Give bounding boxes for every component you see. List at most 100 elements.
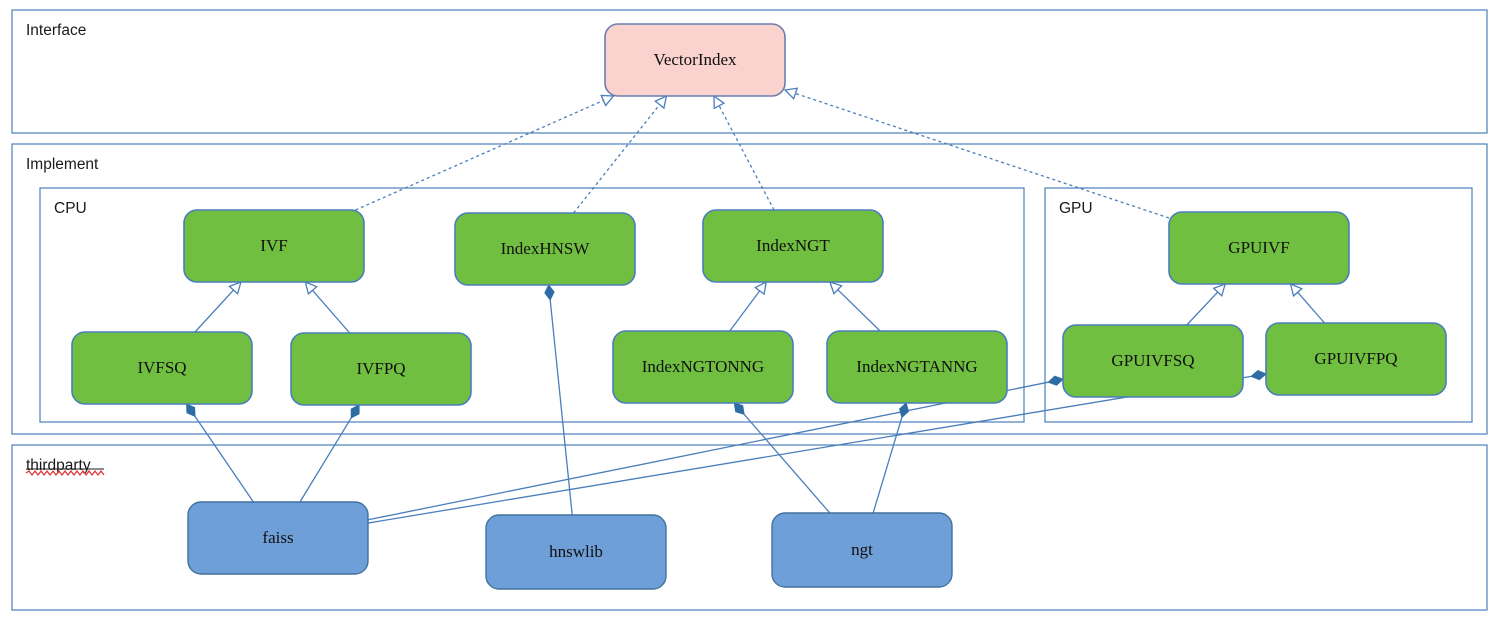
node-label-gpuivfpq: GPUIVFPQ [1314, 349, 1397, 368]
node-gpuivfpq[interactable]: GPUIVFPQ [1265, 322, 1447, 396]
edge-line [194, 289, 234, 333]
arrowhead-filled-diamond-icon [544, 284, 555, 301]
edge-gpuivf-to-vectorindex [783, 87, 1170, 219]
arrowhead-hollow-triangle-icon [1289, 282, 1304, 298]
edge-line [837, 289, 881, 332]
node-label-indexngtanng: IndexNGTANNG [856, 357, 977, 376]
node-indexngtonng[interactable]: IndexNGTONNG [612, 330, 794, 404]
edge-ngt-to-indexngtonng [733, 402, 831, 514]
node-ivf[interactable]: IVF [183, 209, 365, 283]
arrowhead-filled-diamond-icon [350, 404, 360, 419]
node-box-ngt[interactable] [771, 512, 953, 588]
edge-line [729, 290, 761, 332]
edge-line [1297, 291, 1326, 324]
node-box-indexhnsw[interactable] [454, 212, 636, 286]
edge-line [573, 104, 661, 214]
edge-gpuivfsq-to-gpuivf [1186, 282, 1227, 326]
arrowhead-hollow-triangle-icon [304, 280, 318, 296]
node-box-gpuivfpq[interactable] [1265, 322, 1447, 396]
arrowhead-filled-diamond-icon [1047, 375, 1064, 386]
edge-indexngtanng-to-indexngt [828, 280, 881, 332]
node-box-vectorindex[interactable] [604, 23, 786, 97]
node-gpuivfsq[interactable]: GPUIVFSQ [1062, 324, 1244, 398]
node-label-indexngt: IndexNGT [756, 236, 830, 255]
edge-line [312, 289, 351, 334]
edge-indexhnsw-to-vectorindex [573, 94, 668, 214]
edge-line [718, 105, 775, 211]
edge-line [1186, 291, 1219, 326]
group-label-thirdparty: thirdparty [26, 457, 91, 474]
node-box-ivf[interactable] [183, 209, 365, 283]
node-box-indexngtanng[interactable] [826, 330, 1008, 404]
node-box-gpuivfsq[interactable] [1062, 324, 1244, 398]
spellcheck-underline-thirdparty [25, 470, 105, 476]
edge-faiss-to-ivfsq [186, 403, 254, 503]
arrowhead-hollow-triangle-icon [754, 280, 768, 296]
edge-faiss-to-gpuivfpq [367, 370, 1267, 524]
node-label-vectorindex: VectorIndex [653, 50, 737, 69]
node-box-ivfsq[interactable] [71, 331, 253, 405]
edge-line [743, 413, 831, 514]
group-label-gpu: GPU [1059, 200, 1093, 217]
node-hnswlib[interactable]: hnswlib [485, 514, 667, 590]
node-label-indexngtonng: IndexNGTONNG [642, 357, 764, 376]
node-label-ivfsq: IVFSQ [137, 358, 186, 377]
arrowhead-hollow-triangle-icon [783, 87, 799, 100]
node-indexngtanng[interactable]: IndexNGTANNG [826, 330, 1008, 404]
node-gpuivf[interactable]: GPUIVF [1168, 211, 1350, 285]
node-ngt[interactable]: ngt [771, 512, 953, 588]
edge-gpuivfpq-to-gpuivf [1289, 282, 1326, 324]
group-label-interface: Interface [26, 22, 86, 39]
edge-line [549, 299, 573, 516]
edge-faiss-to-ivfpq [299, 404, 360, 503]
edge-ivfpq-to-ivf [304, 280, 351, 334]
node-label-hnswlib: hnswlib [549, 542, 603, 561]
arrowhead-hollow-triangle-icon [713, 94, 726, 110]
node-box-hnswlib[interactable] [485, 514, 667, 590]
arrowhead-filled-diamond-icon [733, 402, 745, 416]
node-label-ngt: ngt [851, 540, 873, 559]
arrowhead-filled-diamond-icon [899, 402, 909, 419]
node-box-indexngt[interactable] [702, 209, 884, 283]
node-ivfpq[interactable]: IVFPQ [290, 332, 472, 406]
node-label-indexhnsw: IndexHNSW [501, 239, 591, 258]
arrowhead-filled-diamond-icon [1250, 370, 1267, 381]
edge-line [367, 375, 1252, 524]
node-vectorindex[interactable]: VectorIndex [604, 23, 786, 97]
group-label-implement: Implement [26, 156, 99, 173]
node-box-indexngtonng[interactable] [612, 330, 794, 404]
edge-hnswlib-to-indexhnsw [544, 284, 573, 516]
arrowhead-hollow-triangle-icon [654, 94, 668, 110]
arrowhead-hollow-triangle-icon [1212, 282, 1227, 297]
edge-ivf-to-vectorindex [355, 94, 615, 211]
relationship-edges [186, 87, 1326, 524]
node-box-ivfpq[interactable] [290, 332, 472, 406]
node-box-faiss[interactable] [187, 501, 369, 575]
edge-indexngt-to-vectorindex [713, 94, 775, 211]
arrowhead-hollow-triangle-icon [600, 94, 615, 107]
edge-ngt-to-indexngtanng [872, 402, 909, 514]
node-indexngt[interactable]: IndexNGT [702, 209, 884, 283]
edge-line [194, 416, 254, 503]
node-box-gpuivf[interactable] [1168, 211, 1350, 285]
edge-faiss-to-gpuivfsq [367, 375, 1064, 521]
spellcheck-underlines [25, 468, 105, 476]
node-label-gpuivfsq: GPUIVFSQ [1111, 351, 1194, 370]
node-ivfsq[interactable]: IVFSQ [71, 331, 253, 405]
group-label-cpu: CPU [54, 200, 87, 217]
node-label-ivfpq: IVFPQ [356, 359, 405, 378]
node-label-ivf: IVF [260, 236, 287, 255]
node-label-faiss: faiss [262, 528, 293, 547]
node-indexhnsw[interactable]: IndexHNSW [454, 212, 636, 286]
edge-line [367, 381, 1049, 521]
edge-indexngtonng-to-indexngt [729, 280, 768, 332]
arrowhead-hollow-triangle-icon [228, 280, 242, 296]
arrowhead-filled-diamond-icon [186, 403, 196, 418]
node-faiss[interactable]: faiss [187, 501, 369, 575]
node-label-gpuivf: GPUIVF [1228, 238, 1289, 257]
edge-line [872, 417, 903, 514]
edge-ivfsq-to-ivf [194, 280, 242, 333]
